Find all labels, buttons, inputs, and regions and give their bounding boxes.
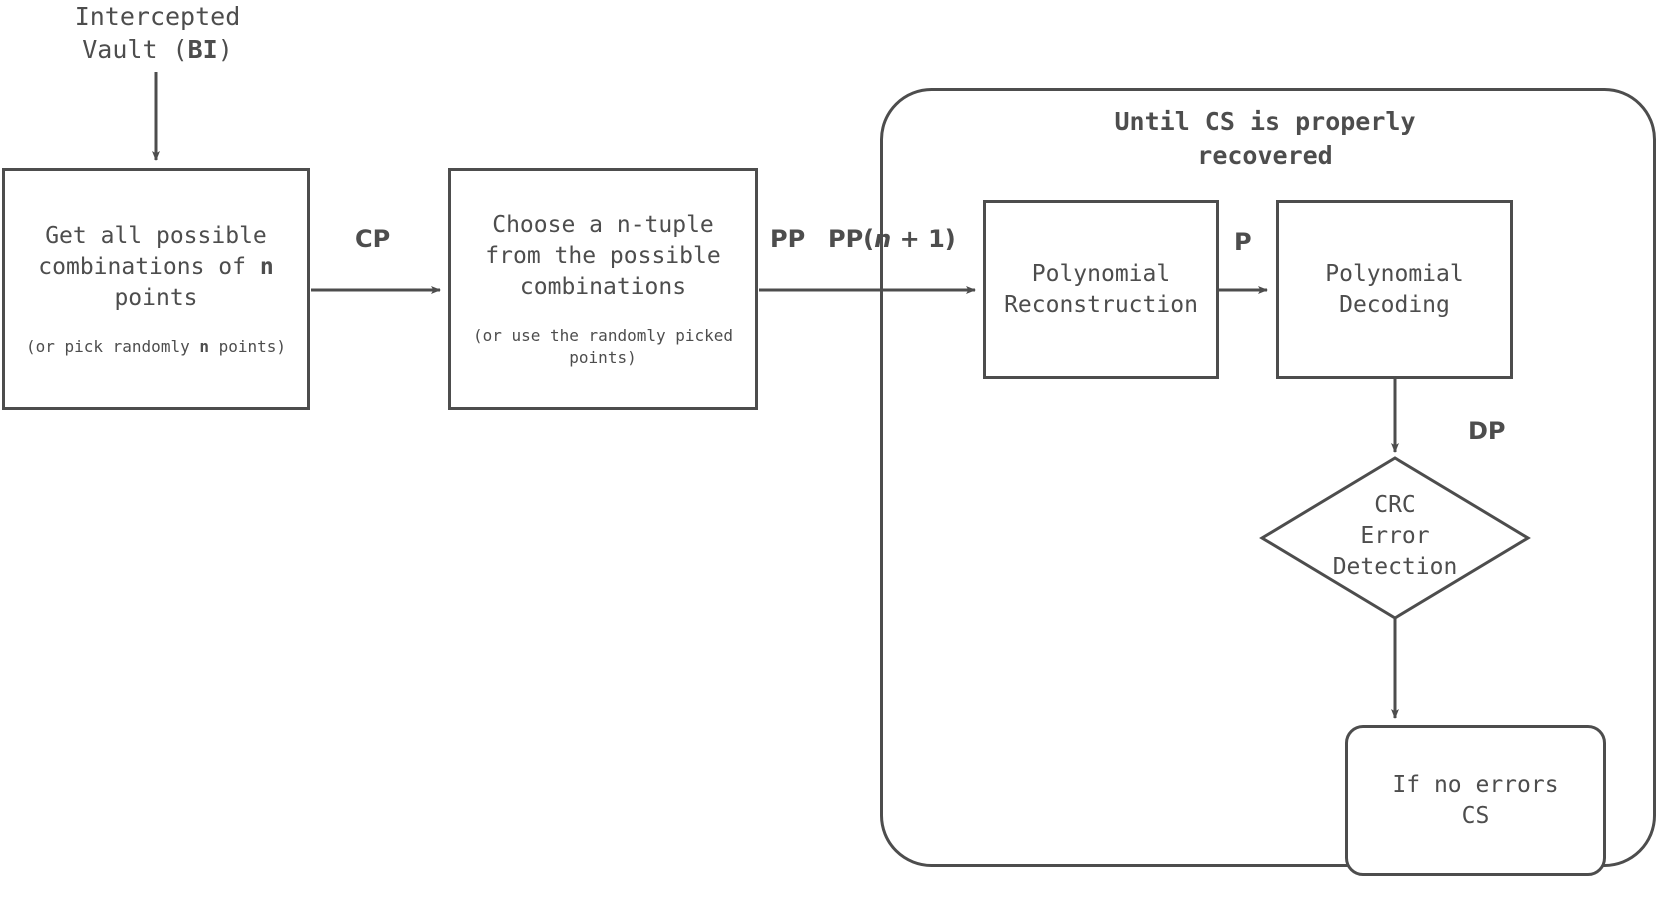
edge-label-p-text: P [1234,228,1252,256]
edge-label-pp: PP [770,225,805,253]
intercepted-vault-text: Intercepted Vault (BI) [74,2,241,64]
node-result-cs-main: If no errors CS [1392,771,1559,829]
node-polynomial-reconstruction[interactable]: Polynomial Reconstruction [983,200,1219,379]
edge-label-pp-n-plus-1-suffix: + 1) [891,225,956,253]
node-get-combinations-sub: (or pick randomly n points) [25,336,287,356]
node-crc-error-detection[interactable]: CRC Error Detection [1275,490,1515,583]
node-choose-tuple-sub: (or use the randomly picked points) [472,325,734,367]
node-choose-tuple[interactable]: Choose a n-tuple from the possible combi… [448,168,758,410]
edge-label-pp-n-plus-1-variable: n [874,225,892,253]
edge-label-p: P [1234,228,1252,256]
node-result-cs[interactable]: If no errors CS [1345,725,1606,876]
edge-label-dp-text: DP [1468,417,1506,445]
node-crc-error-detection-text: CRC Error Detection [1332,492,1458,580]
loop-container-title-text: Until CS is properly recovered [1114,107,1416,170]
edge-label-pp-text: PP [770,225,806,253]
edge-label-pp-n-plus-1-prefix: PP( [828,225,875,253]
edge-label-cp: CP [355,225,390,253]
node-polynomial-reconstruction-main: Polynomial Reconstruction [1004,260,1198,318]
node-polynomial-decoding[interactable]: Polynomial Decoding [1276,200,1513,379]
edge-label-dp: DP [1468,417,1506,445]
edge-label-cp-text: CP [355,225,391,253]
loop-container-title: Until CS is properly recovered [965,105,1565,173]
intercepted-vault-label: Intercepted Vault (BI) [20,0,295,66]
node-get-combinations[interactable]: Get all possible combinations of n point… [2,168,310,410]
edge-label-pp-n-plus-1: PP(n + 1) [828,225,956,253]
node-polynomial-decoding-main: Polynomial Decoding [1325,260,1464,318]
node-choose-tuple-main: Choose a n-tuple from the possible combi… [485,211,721,300]
node-get-combinations-main: Get all possible combinations of n point… [38,222,274,311]
